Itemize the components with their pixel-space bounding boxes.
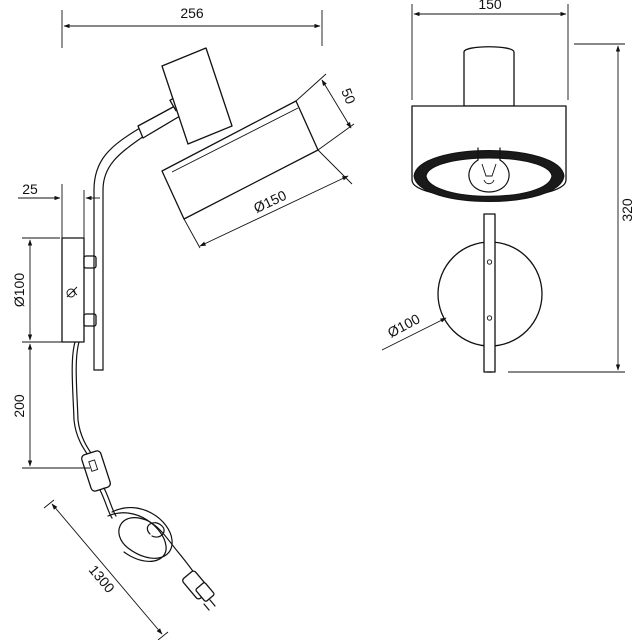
lamp-arm <box>93 127 141 371</box>
dim-o100-front: Ø100 <box>385 310 423 340</box>
front-view <box>411 46 567 373</box>
cable-coil <box>107 507 199 579</box>
dim-150-front: 150 <box>478 0 502 12</box>
wire-terminal-icon <box>66 286 78 298</box>
power-cable <box>71 341 91 459</box>
dim-256: 256 <box>180 5 204 21</box>
dim-50: 50 <box>338 86 359 107</box>
inline-switch <box>81 450 111 492</box>
dim-320: 320 <box>619 198 635 222</box>
dim-o150: Ø150 <box>251 187 289 216</box>
dim-200: 200 <box>11 394 27 418</box>
lamp-shade-front <box>411 105 567 202</box>
dimension-lines <box>18 4 625 640</box>
lamp-shade-side <box>161 47 319 220</box>
side-view <box>61 47 319 611</box>
dim-o100-side: Ø100 <box>11 273 27 307</box>
light-bulb-icon <box>468 147 510 193</box>
dim-25: 25 <box>22 181 38 197</box>
wall-plate-side <box>61 237 85 343</box>
lamp-arm-front <box>483 213 496 373</box>
plug-icon <box>182 570 216 611</box>
dim-1300: 1300 <box>86 562 118 596</box>
